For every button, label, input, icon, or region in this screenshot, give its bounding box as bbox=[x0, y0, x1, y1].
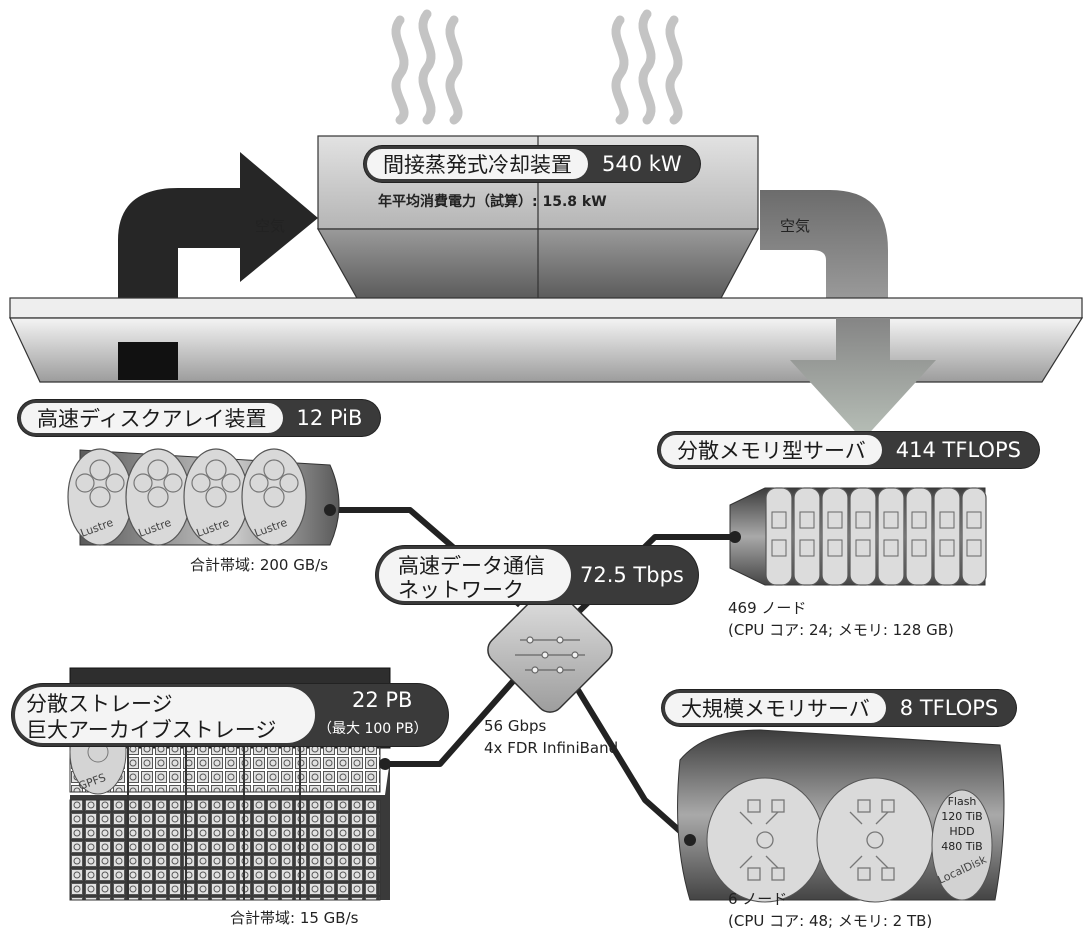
dist-server-nodes: 469 ノード bbox=[728, 599, 807, 617]
network-link-speed: 56 Gbps bbox=[484, 717, 547, 735]
large-server-nodes: 6 ノード bbox=[728, 890, 788, 908]
network-link-type: 4x FDR InfiniBand bbox=[484, 739, 619, 757]
network-name-line1: 高速データ通信 bbox=[398, 554, 545, 578]
dist-server-spec: (CPU コア: 24; メモリ: 128 GB) bbox=[728, 621, 954, 639]
large-server-perf: 8 TFLOPS bbox=[899, 696, 999, 720]
large-memory-server bbox=[677, 729, 1005, 903]
air-intake-vent bbox=[118, 342, 178, 380]
heat-waves-icon bbox=[391, 9, 683, 125]
cooling-tag: 間接蒸発式冷却装置 540 kW bbox=[364, 146, 700, 182]
network-name-line2: ネットワーク bbox=[398, 578, 524, 602]
archive-max: （最大 100 PB） bbox=[318, 721, 428, 737]
disk-hdd-label: HDD bbox=[949, 825, 974, 838]
dist-server-name: 分散メモリ型サーバ bbox=[661, 435, 882, 465]
air-intake-arrow bbox=[118, 152, 318, 300]
air-label-left: 空気 bbox=[255, 217, 286, 235]
archive-capacity: 22 PB bbox=[352, 688, 413, 712]
network-name-box bbox=[379, 549, 571, 601]
distributed-server-rack bbox=[729, 487, 987, 586]
cooling-power: 540 kW bbox=[602, 152, 682, 176]
air-label-right: 空気 bbox=[780, 217, 811, 235]
fast-disk-capacity: 12 PiB bbox=[296, 406, 363, 430]
air-exhaust-arrow bbox=[760, 190, 888, 300]
cooling-name: 間接蒸発式冷却装置 bbox=[367, 149, 588, 179]
large-server-spec: (CPU コア: 48; メモリ: 2 TB) bbox=[728, 912, 933, 930]
dist-server-perf: 414 TFLOPS bbox=[895, 438, 1021, 462]
disk-flash-size: 120 TiB bbox=[941, 810, 982, 823]
archive-bandwidth: 合計帯域: 15 GB/s bbox=[230, 909, 359, 927]
fast-disk-tag: 高速ディスクアレイ装置 12 PiB bbox=[18, 400, 381, 436]
large-server-name: 大規模メモリサーバ bbox=[665, 693, 886, 723]
archive-name-box bbox=[15, 687, 315, 743]
network-switch-icon bbox=[487, 587, 613, 713]
fast-disk-array bbox=[67, 448, 340, 546]
fast-disk-bandwidth: 合計帯域: 200 GB/s bbox=[190, 556, 329, 574]
archive-name-line1: 分散ストレージ bbox=[26, 692, 173, 716]
network-speed: 72.5 Tbps bbox=[580, 563, 684, 587]
disk-hdd-size: 480 TiB bbox=[941, 840, 982, 853]
cooling-annual-power: 年平均消費電力（試算）: 15.8 kW bbox=[378, 194, 607, 210]
archive-tag: 分散ストレージ 巨大アーカイブストレージ 22 PB （最大 100 PB） bbox=[12, 684, 448, 746]
network-tag: 高速データ通信 ネットワーク 72.5 Tbps bbox=[376, 546, 698, 604]
dist-server-tag: 分散メモリ型サーバ 414 TFLOPS bbox=[658, 432, 1039, 468]
air-down-arrow bbox=[790, 318, 936, 440]
archive-name-line2: 巨大アーカイブストレージ bbox=[26, 718, 277, 742]
disk-flash-label: Flash bbox=[948, 795, 977, 808]
fast-disk-name: 高速ディスクアレイ装置 bbox=[21, 403, 283, 433]
large-server-tag: 大規模メモリサーバ 8 TFLOPS bbox=[662, 690, 1017, 726]
